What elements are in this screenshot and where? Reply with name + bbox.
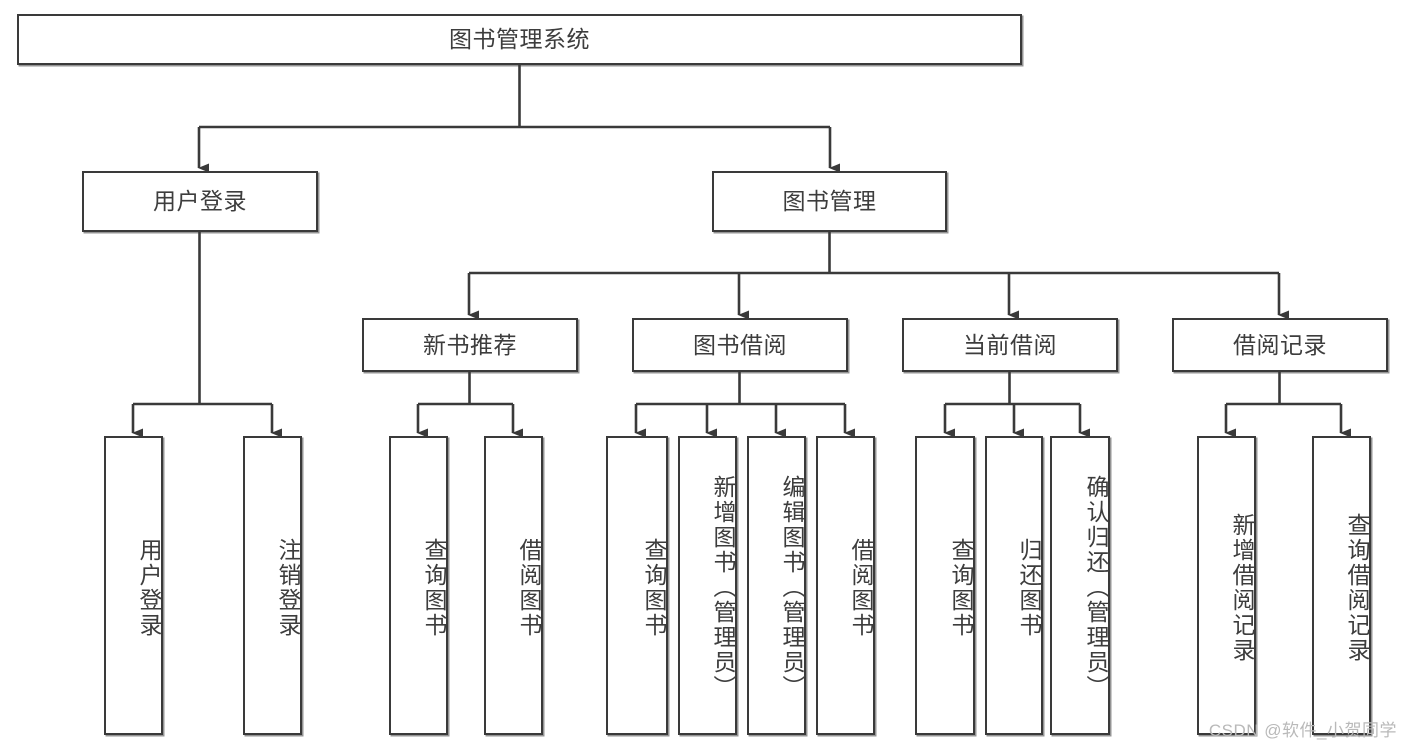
leaf-add-book-admin[interactable]: 新增图书（管理员） [678,436,737,735]
node-user-login[interactable]: 用户登录 [82,171,318,232]
node-label: 借阅图书 [848,537,874,638]
node-label: 编辑图书（管理员） [779,475,805,700]
node-label: 注销登录 [275,537,301,638]
node-label: 用户登录 [136,537,162,638]
node-label: 查询图书 [641,537,667,638]
node-borrow-record[interactable]: 借阅记录 [1172,318,1388,372]
node-label: 当前借阅 [963,331,1057,358]
node-label: 图书借阅 [693,331,787,358]
node-label: 归还图书 [1016,537,1042,638]
node-label: 借阅图书 [516,537,542,638]
node-label: 查询图书 [421,537,447,638]
node-label: 确认归还（管理员） [1083,475,1109,700]
leaf-add-borrow-record[interactable]: 新增借阅记录 [1197,436,1256,735]
leaf-user-login[interactable]: 用户登录 [104,436,163,735]
node-current-borrow[interactable]: 当前借阅 [902,318,1118,372]
node-new-book-recommend[interactable]: 新书推荐 [362,318,578,372]
watermark: CSDN @软件_小贺同学 [1208,721,1397,740]
leaf-borrow-book-borrow[interactable]: 借阅图书 [816,436,875,735]
node-label: 查询图书 [948,537,974,638]
leaf-borrow-book-recommend[interactable]: 借阅图书 [484,436,543,735]
node-root-system[interactable]: 图书管理系统 [17,14,1022,65]
leaf-query-book-borrow[interactable]: 查询图书 [606,436,668,735]
leaf-edit-book-admin[interactable]: 编辑图书（管理员） [747,436,806,735]
leaf-return-book[interactable]: 归还图书 [985,436,1043,735]
node-label: 新增图书（管理员） [710,475,736,700]
leaf-confirm-return-admin[interactable]: 确认归还（管理员） [1050,436,1110,735]
node-book-manage[interactable]: 图书管理 [712,171,947,232]
node-label: 图书管理系统 [449,26,590,52]
node-label: 查询借阅记录 [1344,512,1370,663]
leaf-query-borrow-record[interactable]: 查询借阅记录 [1312,436,1371,735]
node-label: 借阅记录 [1233,331,1327,358]
leaf-query-book-recommend[interactable]: 查询图书 [389,436,448,735]
node-label: 新增借阅记录 [1229,512,1255,663]
node-label: 用户登录 [153,188,247,214]
node-label: 新书推荐 [423,331,517,358]
leaf-user-logout[interactable]: 注销登录 [243,436,302,735]
node-book-borrow[interactable]: 图书借阅 [632,318,848,372]
node-label: 图书管理 [782,188,877,214]
leaf-query-book-current[interactable]: 查询图书 [915,436,975,735]
